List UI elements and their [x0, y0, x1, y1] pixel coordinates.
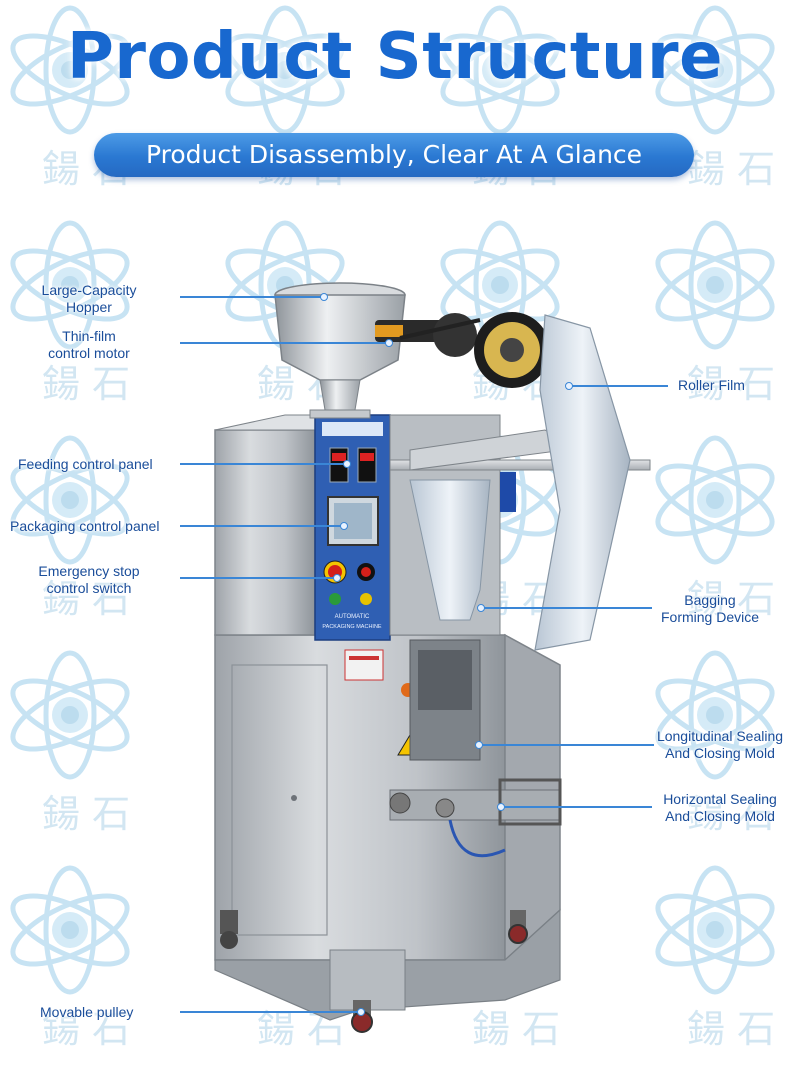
wheel-icon	[220, 910, 528, 1033]
leader-emergency	[180, 574, 341, 582]
page-title: Product Structure	[67, 20, 723, 94]
callout-film-motor: Thin-film control motor	[48, 328, 130, 361]
callout-packaging-panel: Packaging control panel	[10, 518, 160, 534]
callout-feeding-panel: Feeding control panel	[18, 456, 153, 472]
callout-bagging: Bagging Forming Device	[660, 592, 760, 625]
leader-packaging-panel	[180, 522, 348, 530]
subtitle-banner: Product Disassembly, Clear At A Glance	[94, 133, 694, 177]
packaging-machine-illustration: AUTOMATIC PACKAGING MACHINE	[214, 282, 651, 1033]
leader-horizontal	[497, 803, 652, 811]
panel-label-2: PACKAGING MACHINE	[322, 624, 382, 630]
callout-horizontal: Horizontal Sealing And Closing Mold	[663, 791, 777, 824]
leader-bagging	[477, 604, 652, 612]
leader-longitudinal	[475, 741, 654, 749]
callout-pulley: Movable pulley	[40, 1004, 134, 1020]
panel-label: AUTOMATIC	[335, 614, 370, 620]
callout-roller-film: Roller Film	[678, 377, 745, 393]
leader-film-motor	[180, 339, 393, 347]
callout-hopper: Large-Capacity Hopper	[41, 282, 137, 315]
leader-feeding-panel	[180, 460, 351, 468]
callout-emergency: Emergency stop control switch	[38, 563, 140, 596]
leader-pulley	[180, 1008, 365, 1016]
emergency-stop-icon	[323, 560, 375, 605]
callout-longitudinal: Longitudinal Sealing And Closing Mold	[656, 728, 784, 761]
leader-roller-film	[565, 382, 668, 390]
leader-hopper	[180, 293, 328, 301]
